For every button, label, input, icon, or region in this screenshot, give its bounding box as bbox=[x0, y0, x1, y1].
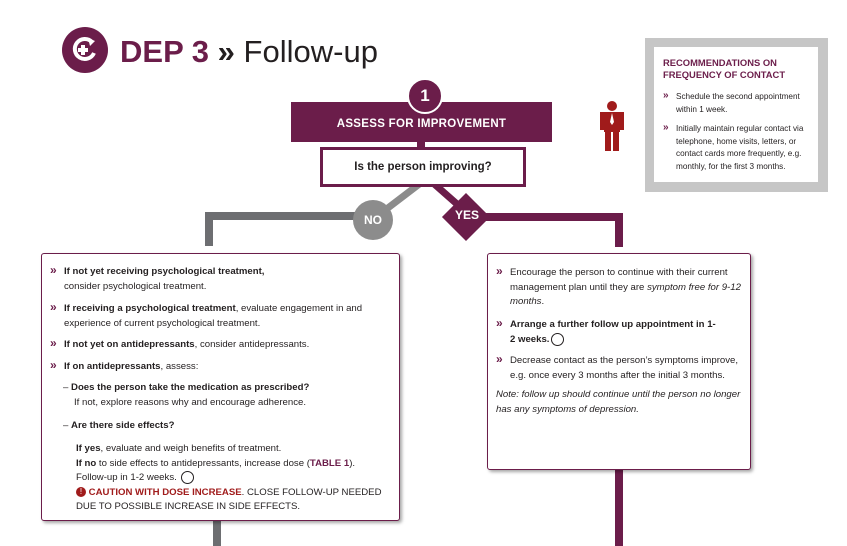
table-link[interactable]: TABLE 1 bbox=[309, 457, 350, 469]
recommendations-title: RECOMMENDATIONS ON FREQUENCY OF CONTACT bbox=[663, 57, 786, 80]
item-text: consider psychological treatment. bbox=[64, 280, 207, 292]
person-icon bbox=[600, 100, 624, 157]
caution-icon: ! bbox=[76, 487, 86, 497]
list-item: Encourage the person to continue with th… bbox=[510, 266, 742, 310]
no-bold: If no bbox=[76, 457, 97, 469]
follow-up-icon bbox=[551, 332, 565, 346]
page-title: DEP 3 » Follow-up bbox=[120, 34, 378, 70]
caution-text: . CLOSE FOLLOW-UP NEEDED bbox=[241, 486, 382, 498]
no-label: NO bbox=[353, 200, 393, 240]
module-label: DEP 3 bbox=[120, 34, 210, 69]
yes-branch-line bbox=[615, 468, 623, 546]
sub-dash: – bbox=[63, 420, 69, 431]
bullet-chevron: » bbox=[50, 358, 57, 372]
item-bold: If not yet on antidepressants bbox=[64, 339, 195, 350]
bullet-chevron: » bbox=[50, 263, 57, 277]
bullet-chevron: » bbox=[50, 336, 57, 350]
recommendation-item: Schedule the second appointment within 1… bbox=[676, 92, 800, 114]
list-item: Decrease contact as the person’s symptom… bbox=[510, 355, 739, 381]
title-text: Follow-up bbox=[243, 34, 378, 69]
list-item: If not yet receiving psychological treat… bbox=[64, 265, 389, 294]
item-bold: Arrange a further follow up appointment … bbox=[510, 319, 716, 345]
connector bbox=[417, 142, 425, 148]
title-separator: » bbox=[217, 34, 235, 69]
note-text: Note: follow up should continue until th… bbox=[496, 389, 741, 415]
list-item: If not yet on antidepressants, consider … bbox=[64, 338, 389, 353]
step-number: 1 bbox=[407, 78, 443, 114]
no-text: to side effects to antidepressants, incr… bbox=[96, 457, 310, 469]
sub-bold: Are there side effects? bbox=[71, 420, 175, 431]
caution-bold: CAUTION WITH DOSE INCREASE bbox=[88, 486, 242, 498]
sub-text: If not, explore reasons why and encourag… bbox=[74, 396, 307, 408]
yes-text: , evaluate and weigh benefits of treatme… bbox=[100, 443, 282, 454]
no-branch-line bbox=[213, 520, 221, 546]
sub-item: – Does the person take the medication as… bbox=[63, 381, 383, 410]
followup-text: Follow-up in 1-2 weeks. bbox=[76, 472, 177, 484]
bullet-chevron: » bbox=[663, 122, 669, 133]
recommendation-item: Initially maintain regular contact via t… bbox=[676, 124, 804, 171]
sub-bold: Does the person take the medication as p… bbox=[71, 382, 310, 393]
decision-question: Is the person improving? bbox=[320, 147, 526, 187]
item-tail: . bbox=[541, 296, 545, 307]
no-tail: ). bbox=[349, 457, 356, 469]
item-emphasis: symptom free for 9-12 months bbox=[510, 281, 741, 308]
bullet-chevron: » bbox=[496, 352, 503, 366]
item-text: , assess: bbox=[160, 361, 199, 372]
list-item: Arrange a further follow up appointment … bbox=[510, 318, 720, 347]
item-bold: If receiving a psychological treatment bbox=[64, 303, 236, 314]
caution-text: DUE TO POSSIBLE INCREASE IN SIDE EFFECTS… bbox=[76, 501, 301, 513]
follow-up-icon bbox=[62, 27, 108, 73]
no-branch-box: » If not yet receiving psychological tre… bbox=[41, 253, 400, 521]
bullet-chevron: » bbox=[496, 264, 503, 278]
follow-up-icon bbox=[181, 471, 195, 484]
item-text: , consider antidepressants. bbox=[194, 339, 310, 350]
yes-branch-line bbox=[480, 213, 623, 221]
sub-item: – Are there side effects? bbox=[63, 419, 383, 434]
sub-dash: – bbox=[63, 382, 69, 393]
yes-branch-box: » Encourage the person to continue with … bbox=[487, 253, 751, 470]
list-item: If on antidepressants, assess: bbox=[64, 360, 389, 375]
bullet-chevron: » bbox=[50, 300, 57, 314]
yes-bold: If yes bbox=[76, 443, 101, 454]
item-bold: If on antidepressants bbox=[64, 361, 161, 372]
recommendations-box bbox=[654, 47, 818, 182]
list-item: If receiving a psychological treatment, … bbox=[64, 302, 389, 331]
item-text: , evaluate engagement in and experience … bbox=[64, 303, 363, 329]
yes-label: YES bbox=[454, 208, 479, 222]
side-effects-detail: If yes, evaluate and weigh benefits of t… bbox=[76, 442, 396, 515]
no-branch-line bbox=[205, 212, 357, 220]
bullet-chevron: » bbox=[663, 90, 669, 101]
yes-branch-line bbox=[615, 213, 623, 247]
bullet-chevron: » bbox=[496, 316, 503, 330]
item-bold: If not yet receiving psychological treat… bbox=[64, 266, 265, 277]
item-text: Encourage the person to continue with th… bbox=[510, 267, 728, 293]
no-branch-line bbox=[205, 212, 213, 246]
